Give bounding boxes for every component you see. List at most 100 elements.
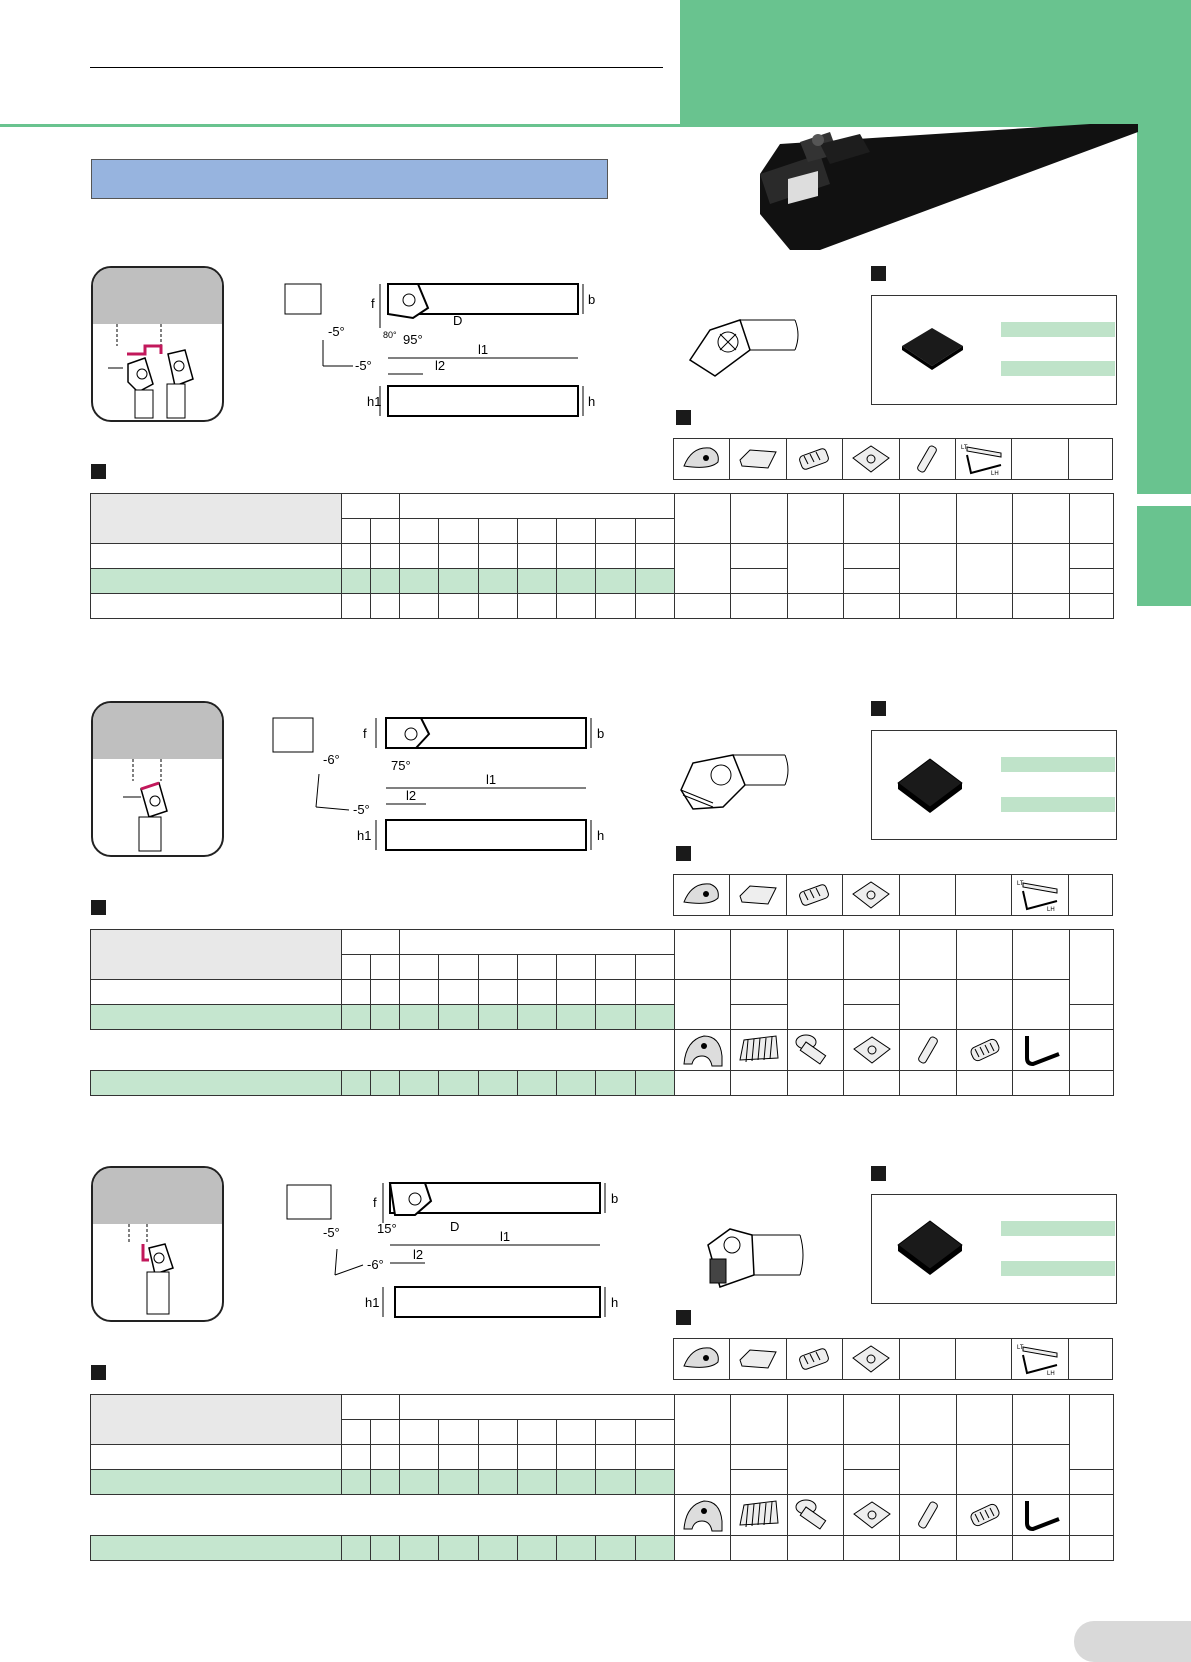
hex-key-icon (1012, 1029, 1070, 1071)
label-angle-b: -5° (355, 358, 372, 373)
parts-icons-table-2: LT LH (672, 874, 1114, 916)
clamp-icon (672, 438, 731, 480)
insert-grade-bar (1001, 1221, 1115, 1236)
label-f: f (363, 726, 367, 741)
pin-icon (899, 1029, 957, 1071)
insert-grade-bar (1001, 757, 1115, 772)
screw-icon (786, 1029, 845, 1071)
hex-key-lt-lh-icon: LT LH (954, 438, 1013, 480)
header-green-line (0, 124, 1140, 127)
svg-text:LH: LH (1047, 907, 1055, 913)
page-number-pill (1074, 1621, 1191, 1662)
table-row (90, 1004, 1115, 1030)
insert-grade-bar (1001, 322, 1115, 337)
clamp-body-icon (673, 1029, 732, 1071)
screw-icon (785, 438, 844, 480)
header-green-block (680, 0, 1191, 124)
svg-text:LH: LH (991, 471, 999, 477)
table-row (90, 1535, 1115, 1561)
tool-dimension-drawing-1: f b D l1 l2 h1 h -5° -5° 95° 80° (284, 283, 595, 417)
label-f: f (371, 296, 375, 311)
svg-text:LT: LT (961, 445, 968, 451)
insert-box-3 (871, 1194, 1117, 1304)
orientation-schematic-2 (91, 701, 224, 857)
spring-icon (955, 1494, 1014, 1536)
label-l1: l1 (486, 772, 496, 787)
insert-grade-bar (1001, 797, 1115, 812)
spring-icon (955, 1029, 1014, 1071)
hex-key-icon (1012, 1494, 1070, 1536)
label-D: D (453, 313, 462, 328)
shim-seat-icon (842, 438, 900, 480)
label-l2: l2 (413, 1247, 423, 1262)
ribbed-pin-icon (730, 1029, 788, 1071)
svg-text:LT: LT (1017, 1345, 1024, 1351)
insert-marker (871, 266, 886, 281)
shim-icon (729, 1338, 787, 1380)
tool-dimension-drawing-3: f b D l1 l2 h1 h -5° -6° 15° (286, 1182, 618, 1318)
label-l1: l1 (500, 1229, 510, 1244)
table-marker (91, 464, 106, 479)
screw-icon (785, 874, 844, 916)
side-index-tab[interactable] (1137, 124, 1191, 494)
hex-key-lt-lh-icon: LT LH (1011, 874, 1069, 916)
header-rule (90, 67, 663, 68)
square-insert-icon (897, 758, 963, 813)
parts-icons-row-3 (90, 1494, 1115, 1536)
parts-marker (676, 1310, 691, 1325)
label-angle-a: -6° (323, 752, 340, 767)
parts-icons-table-1: LT LH (672, 438, 1114, 480)
shim-seat-icon (843, 1029, 901, 1071)
svg-text:LH: LH (1047, 1371, 1055, 1377)
label-f: f (373, 1195, 377, 1210)
shim-seat-icon (842, 1338, 900, 1380)
parts-marker (676, 410, 691, 425)
pin-icon (899, 1494, 957, 1536)
label-angle-tip: 80° (383, 330, 397, 340)
table-marker (91, 1365, 106, 1380)
insert-grade-bar (1001, 1261, 1115, 1276)
table-row (90, 1070, 1115, 1096)
spec-table-1 (90, 493, 1115, 619)
table-marker (91, 900, 106, 915)
table-row (90, 979, 1114, 1030)
insert-marker (871, 701, 886, 716)
insert-grade-bar (1001, 361, 1115, 376)
ribbed-pin-icon (730, 1494, 788, 1536)
table-row (90, 543, 1115, 594)
clamp-body-icon (673, 1494, 732, 1536)
svg-text:LT: LT (1017, 881, 1024, 887)
table-row (90, 1444, 1114, 1495)
label-angle-b: -5° (353, 802, 370, 817)
clamp-closeup-drawing-1 (688, 319, 799, 377)
clamp-icon (672, 1338, 731, 1380)
label-angle-main: 75° (391, 758, 411, 773)
label-angle-main: 95° (403, 332, 423, 347)
label-h1: h1 (367, 394, 381, 409)
table-header-designation (90, 1394, 342, 1445)
insert-box-2 (871, 730, 1117, 840)
screw-icon (785, 1338, 844, 1380)
spec-table-3 (90, 1394, 1115, 1561)
side-index-tab-active[interactable] (1137, 506, 1191, 606)
orientation-schematic-3 (91, 1166, 224, 1322)
shim-icon (729, 874, 787, 916)
shim-icon (729, 438, 787, 480)
shim-seat-icon (842, 874, 900, 916)
label-h: h (611, 1295, 618, 1310)
square-insert-icon (897, 1220, 963, 1275)
label-b: b (597, 726, 604, 741)
label-angle-b: -6° (367, 1257, 384, 1272)
label-h: h (597, 828, 604, 843)
label-l1: l1 (478, 342, 488, 357)
label-angle-main: 15° (377, 1221, 397, 1236)
label-b: b (611, 1191, 618, 1206)
table-row (90, 593, 1115, 619)
orientation-schematic-1 (91, 266, 224, 422)
insert-marker (871, 1166, 886, 1181)
label-h1: h1 (365, 1295, 379, 1310)
label-h: h (588, 394, 595, 409)
tool-holder-photo (760, 124, 1138, 250)
spec-table-2 (90, 929, 1115, 1096)
square-insert-icon (902, 328, 963, 370)
